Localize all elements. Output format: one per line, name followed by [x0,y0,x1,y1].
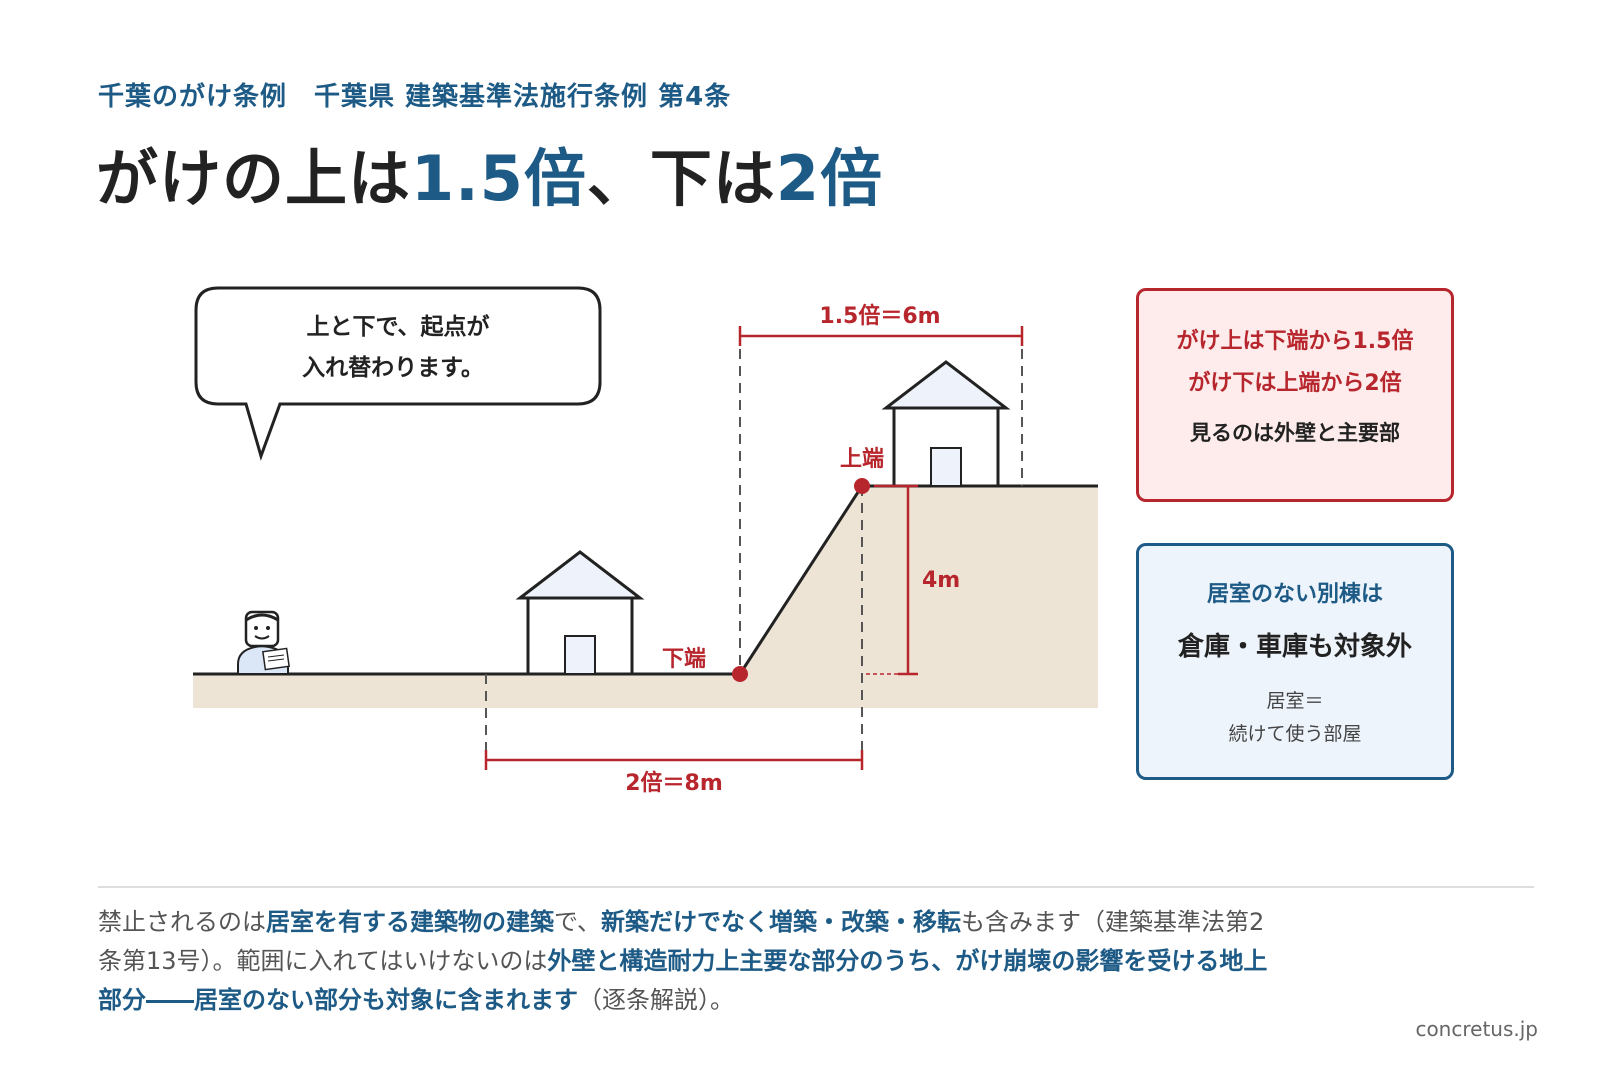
speech-bubble: 上と下で、起点が 入れ替わります。 [194,286,602,461]
page-subtitle: 千葉のがけ条例 千葉県 建築基準法施行条例 第4条 [98,82,732,112]
body-segment: も含みます（建築基準法第2条第13号）。範囲に入れてはいけないのは [98,908,1265,975]
lower-house-icon [515,550,645,676]
site-credit: concretus.jp [1415,1017,1538,1041]
rule-box-blue: 居室のない別棟は 倉庫・車庫も対象外 居室＝ 続けて使う部屋 [1136,543,1454,780]
red-box-line-2: がけ下は上端から2倍 [1188,371,1402,396]
bottom-edge-point [732,666,748,682]
dim-bottom-label: 2倍＝8m [625,770,723,796]
divider [98,886,1534,888]
bottom-edge-label: 下端 [662,647,706,672]
title-accent-2: 2倍 [775,142,884,215]
title-accent-1: 1.5倍 [411,142,587,215]
upper-house-icon [881,360,1011,488]
top-edge-point [854,478,870,494]
title-part-1: がけの上は [96,142,412,215]
cliff-diagram: 上と下で、起点が 入れ替わります。 1.5倍＝6m [193,286,1098,796]
cliff-slope [740,486,1098,708]
body-segment: （逐条解説）。 [578,986,734,1014]
speech-line-2: 入れ替わります。 [302,355,484,381]
body-segment: 禁止されるのは [98,908,266,936]
blue-box-line-3: 居室＝ [1266,690,1324,712]
title-part-2: 、下は [586,142,776,215]
dim-top-label: 1.5倍＝6m [819,303,940,329]
red-box-line-3: 見るのは外壁と主要部 [1190,421,1400,445]
page-title: がけの上は1.5倍、下は2倍 [96,128,883,218]
person-icon [237,610,290,675]
speech-line-1: 上と下で、起点が [306,313,489,340]
dimension-height: 4m [866,484,960,676]
body-segment: で、 [554,908,602,936]
blue-box-line-1: 居室のない別棟は [1206,582,1383,607]
blue-box-line-2: 倉庫・車庫も対象外 [1177,632,1412,662]
body-highlight: 新築だけでなく増築・改築・移転 [601,908,962,936]
body-highlight: 外壁と構造耐力上主要な部分のうち、がけ崩壊の影響を受ける地上部分――居室のない部… [98,947,1268,1014]
dimension-top: 1.5倍＝6m [738,303,1024,346]
body-highlight: 居室を有する建築物の建築 [266,908,554,936]
red-box-line-1: がけ上は下端から1.5倍 [1176,329,1414,354]
blue-box-line-4: 続けて使う部屋 [1228,723,1362,745]
dim-height-label: 4m [922,568,960,593]
body-paragraph: 禁止されるのは居室を有する建築物の建築で、新築だけでなく増築・改築・移転も含みま… [98,903,1288,1020]
rule-box-red: がけ上は下端から1.5倍 がけ下は上端から2倍 見るのは外壁と主要部 [1136,288,1454,502]
top-edge-label: 上端 [840,447,884,472]
dimension-bottom: 2倍＝8m [484,750,864,796]
